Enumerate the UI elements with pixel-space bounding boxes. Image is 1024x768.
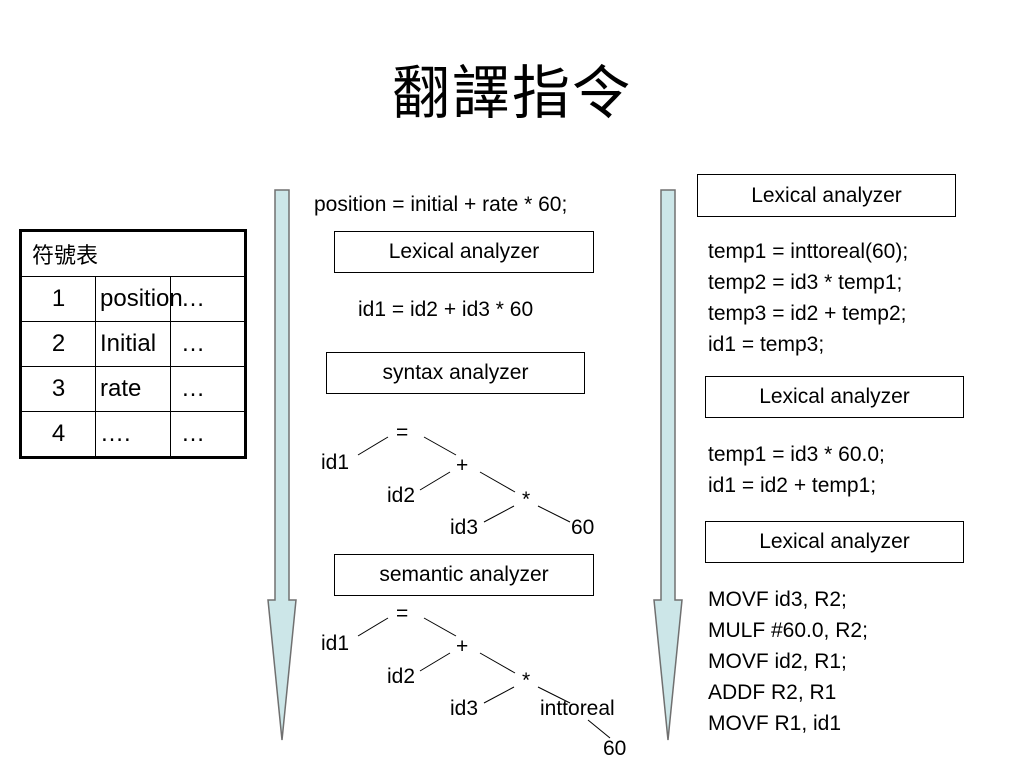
row-name: position — [95, 276, 183, 322]
page-title: 翻譯指令 — [391, 59, 632, 127]
syntax-tree-edges — [357, 436, 571, 523]
syntax-node-id2: id2 — [387, 484, 416, 507]
code-line: MOVF R1, id1 — [708, 712, 842, 735]
code-line: temp1 = id3 * 60.0; — [708, 443, 885, 466]
semantic-node-inttoreal: inttoreal — [540, 697, 615, 720]
lexical-analyzer-box-1: Lexical analyzer — [697, 174, 956, 217]
semantic-analyzer-box: semantic analyzer — [334, 554, 594, 596]
code-line: temp2 = id3 * temp1; — [708, 271, 903, 294]
table-row: 3 rate … — [20, 366, 246, 412]
semantic-node-mul: * — [522, 669, 531, 692]
row-number: 2 — [20, 321, 96, 367]
flow-arrow-left — [267, 189, 297, 741]
symbol-table-header: 符號表 — [20, 230, 246, 277]
syntax-node-id3: id3 — [450, 516, 479, 539]
row-name: …. — [95, 411, 171, 458]
syntax-node-mul: * — [522, 488, 531, 511]
syntax-node-id1: id1 — [321, 451, 350, 474]
syntax-node-60: 60 — [571, 516, 595, 539]
table-row: 1 position … — [20, 276, 246, 322]
table-row: 4 …. … — [20, 411, 246, 458]
lexical-analyzer-box-3: Lexical analyzer — [705, 521, 964, 563]
semantic-node-id2: id2 — [387, 665, 416, 688]
syntax-node-eq: = — [396, 421, 409, 444]
lexical-analyzer-box: Lexical analyzer — [334, 231, 594, 273]
table-row: 2 Initial … — [20, 321, 246, 367]
syntax-analyzer-box: syntax analyzer — [326, 352, 585, 394]
code-line: id1 = temp3; — [708, 333, 825, 356]
intermediate-code: temp1 = inttoreal(60); temp2 = id3 * tem… — [708, 236, 908, 360]
code-line: ADDF R2, R1 — [708, 681, 837, 704]
code-line: MOVF id3, R2; — [708, 588, 847, 611]
row-number: 3 — [20, 366, 96, 412]
optimized-code: temp1 = id3 * 60.0; id1 = id2 + temp1; — [708, 439, 885, 501]
assembly-code: MOVF id3, R2; MULF #60.0, R2; MOVF id2, … — [708, 584, 868, 739]
source-statement: position = initial + rate * 60; — [314, 193, 568, 216]
semantic-node-id3: id3 — [450, 697, 479, 720]
code-line: MULF #60.0, R2; — [708, 619, 868, 642]
row-number: 1 — [20, 276, 96, 322]
symbol-table: 符號表 1 position … 2 Initial … 3 rate … 4 … — [19, 229, 247, 459]
code-line: temp1 = inttoreal(60); — [708, 240, 909, 263]
code-line: id1 = id2 + temp1; — [708, 474, 877, 497]
code-line: temp3 = id2 + temp2; — [708, 302, 907, 325]
semantic-node-id1: id1 — [321, 632, 350, 655]
semantic-node-eq: = — [396, 602, 409, 625]
row-name: rate — [95, 366, 171, 412]
row-value: … — [170, 276, 246, 322]
semantic-node-plus: + — [456, 635, 469, 658]
token-stream: id1 = id2 + id3 * 60 — [358, 298, 534, 321]
row-value: … — [170, 411, 246, 458]
flow-arrow-right — [653, 189, 683, 741]
row-value: … — [170, 321, 246, 367]
lexical-analyzer-box-2: Lexical analyzer — [705, 376, 964, 418]
code-line: MOVF id2, R1; — [708, 650, 847, 673]
syntax-node-plus: + — [456, 454, 469, 477]
row-number: 4 — [20, 411, 96, 458]
row-name: Initial — [95, 321, 171, 367]
symbol-table-header-row: 符號表 — [20, 230, 246, 277]
semantic-tree-edges — [357, 617, 611, 739]
row-value: … — [170, 366, 246, 412]
semantic-node-60: 60 — [603, 737, 627, 760]
